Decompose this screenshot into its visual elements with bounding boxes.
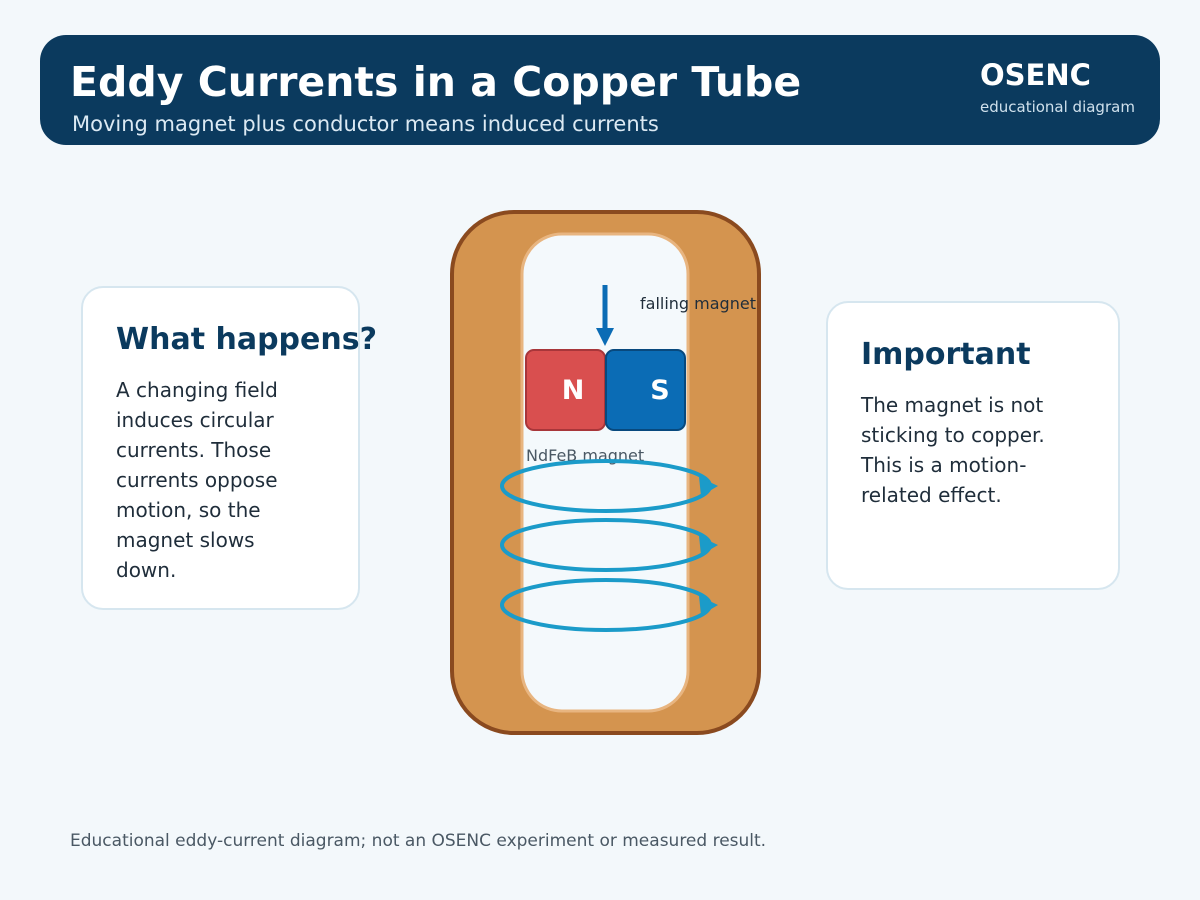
footnote: Educational eddy-current diagram; not an… <box>70 831 767 851</box>
what-happens-text: A changing field induces circular curren… <box>116 378 278 582</box>
important-text: The magnet is not sticking to copper. Th… <box>861 393 1045 507</box>
eddy-current-loop-1 <box>500 459 718 513</box>
important-card: Important The magnet is not sticking to … <box>826 301 1120 590</box>
eddy-current-loop-2 <box>500 518 718 572</box>
important-title: Important <box>861 337 1031 372</box>
page-subtitle: Moving magnet plus conductor means induc… <box>72 112 659 136</box>
falling-magnet-label: falling magnet <box>640 294 756 313</box>
magnet-south-pole <box>605 349 686 431</box>
falling-arrow-head <box>596 328 614 346</box>
north-pole-label: N <box>562 375 585 406</box>
eddy-current-loop-3 <box>500 578 718 632</box>
what-happens-card: What happens? A changing field induces c… <box>81 286 377 610</box>
page-title: Eddy Currents in a Copper Tube <box>70 58 802 106</box>
south-pole-label: S <box>650 375 669 406</box>
header-banner: Eddy Currents in a Copper Tube Moving ma… <box>40 35 1160 145</box>
what-happens-title: What happens? <box>116 322 377 357</box>
brand-name: OSENC <box>980 58 1091 92</box>
brand-subtitle: educational diagram <box>980 98 1135 116</box>
